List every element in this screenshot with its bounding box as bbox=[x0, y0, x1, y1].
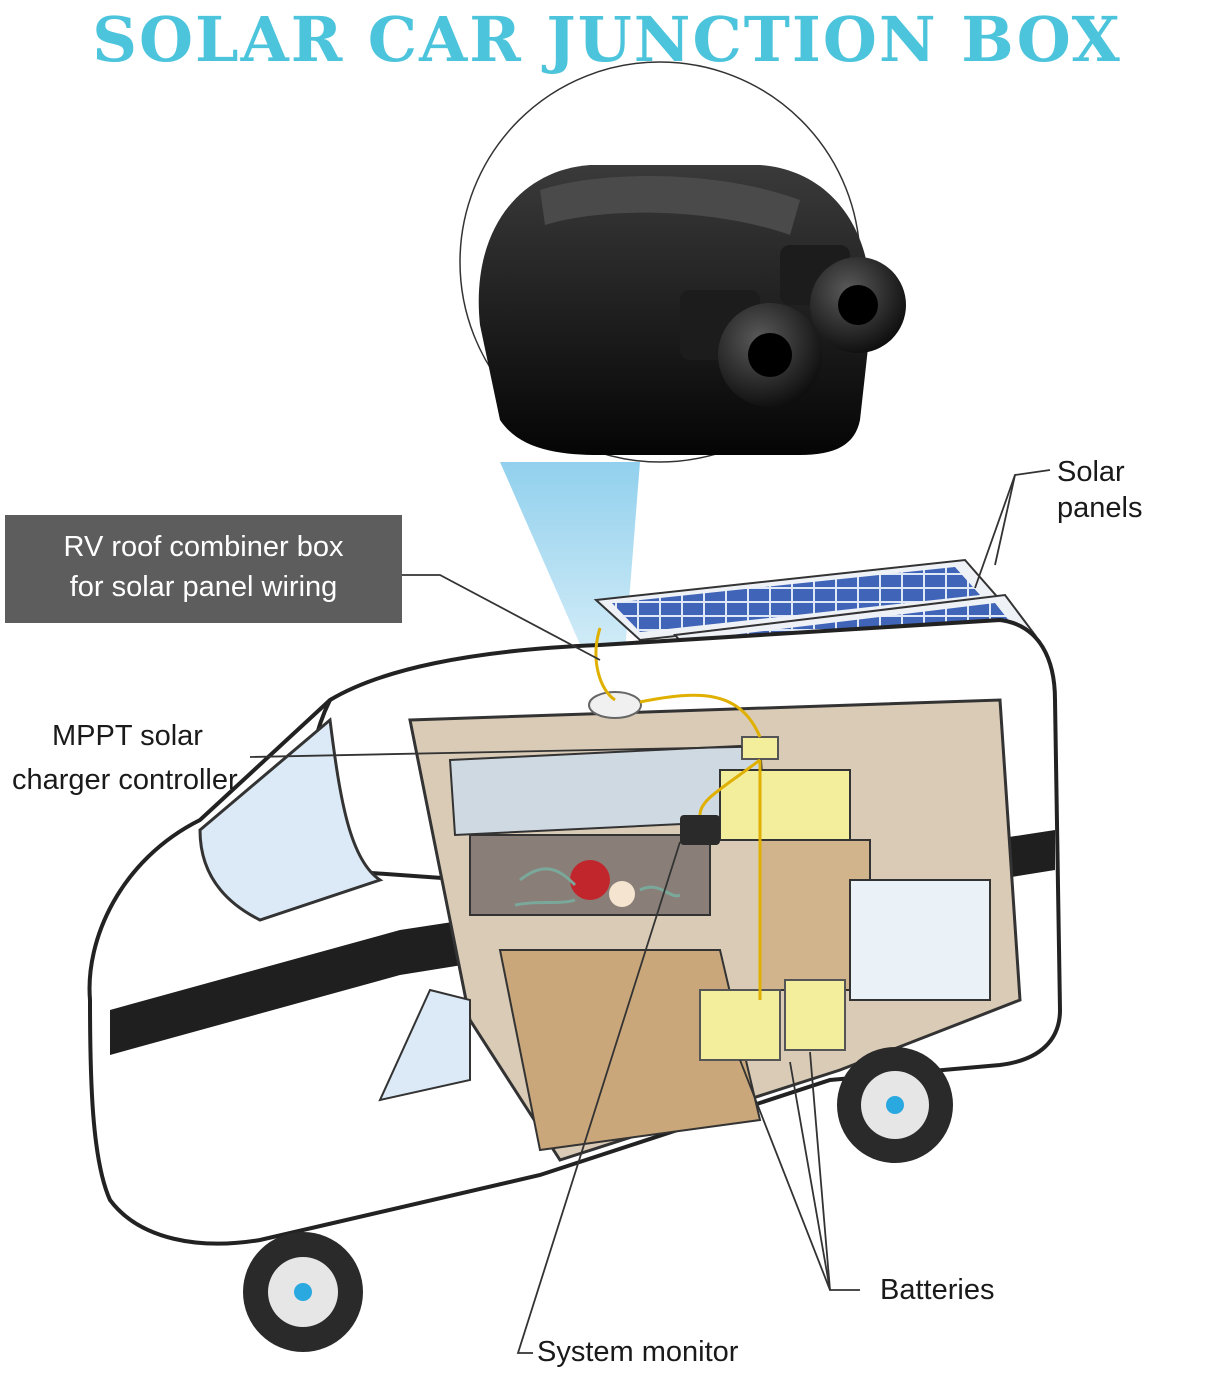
windshield bbox=[198, 717, 384, 922]
battery-bank bbox=[699, 979, 846, 1061]
system-monitor-label: System monitor bbox=[537, 1336, 739, 1368]
leader-lines bbox=[249, 469, 1051, 1354]
rv-callout-line2: for solar panel wiring bbox=[69, 571, 338, 603]
batteries-label: Batteries bbox=[880, 1274, 995, 1306]
rv-callout-line1: RV roof combiner box bbox=[63, 531, 344, 563]
mppt-controller bbox=[741, 736, 779, 760]
solar-wiring bbox=[594, 627, 762, 1000]
rv-combiner-callout: RV roof combiner box for solar panel wir… bbox=[5, 515, 402, 623]
interior-cutaway bbox=[408, 698, 1022, 1162]
roof-combiner-box bbox=[588, 691, 642, 719]
solar-panels-label: Solar panels bbox=[1057, 456, 1143, 524]
magnifier-beam bbox=[500, 462, 640, 690]
side-window bbox=[378, 988, 471, 1102]
front-wheel bbox=[243, 1232, 363, 1352]
cable-gland-right bbox=[780, 245, 906, 353]
system-monitor-device bbox=[680, 815, 720, 845]
mppt-label-line2: charger controller bbox=[12, 764, 238, 796]
junction-box-product bbox=[478, 165, 906, 455]
cable-gland-left bbox=[680, 290, 822, 407]
page-title: SOLAR CAR JUNCTION BOX bbox=[92, 3, 1122, 76]
rear-wheel bbox=[837, 1047, 953, 1163]
mppt-label-line1: MPPT solar bbox=[52, 720, 203, 752]
